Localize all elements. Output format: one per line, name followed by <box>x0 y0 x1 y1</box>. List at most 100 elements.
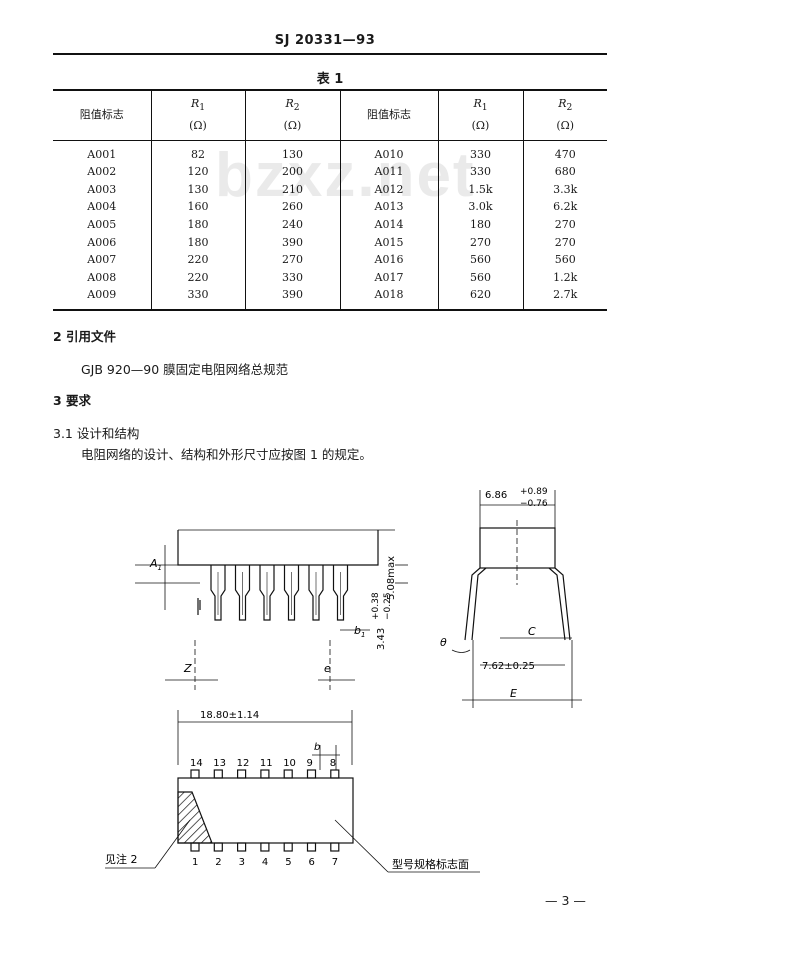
pin-number-bottom: 2 <box>215 857 221 868</box>
table-cell: 1.5k <box>438 180 524 199</box>
col-header-r2-2: R2(Ω) <box>523 90 607 141</box>
pin-pad-top <box>260 769 270 779</box>
pin-pad-bottom <box>306 842 317 852</box>
pin-pad-top <box>306 769 317 779</box>
section-3-title: 3 要求 <box>53 393 92 408</box>
front-body-outline <box>177 530 379 566</box>
table-caption: 表 1 <box>316 72 344 87</box>
front-lead <box>308 565 324 621</box>
pin-number-top: 10 <box>283 758 296 769</box>
table-cell: 120 <box>151 163 246 181</box>
table-cell: A017 <box>340 268 439 287</box>
pin1-index-hatch <box>177 791 213 844</box>
table-cell: A008 <box>53 268 152 287</box>
front-lead <box>332 565 349 621</box>
pin-number-top: 12 <box>237 758 250 769</box>
package-outline-figure: A1 b1 Z e 5.08max 3.43 +0.38 −0.25 6.86 … <box>105 487 582 873</box>
pin-pad-bottom <box>330 842 340 852</box>
pin-pad-top <box>213 769 223 779</box>
dim-height: 5.08max <box>386 556 397 600</box>
side-lead-left <box>464 567 481 641</box>
dim-lead-tol-minus: −0.25 <box>383 592 393 620</box>
pin-pad-bottom <box>237 842 247 852</box>
label-e-upper: E <box>510 687 517 700</box>
table-cell: A002 <box>53 163 152 181</box>
table-cell: 240 <box>245 215 341 234</box>
table-cell: A007 <box>53 250 152 269</box>
col-header-r1: R1(Ω) <box>151 90 246 141</box>
pin-number-bottom: 6 <box>309 857 315 868</box>
col-header-r2: R2(Ω) <box>245 90 341 141</box>
header-rule <box>53 53 607 55</box>
table-cell: 470 <box>554 148 576 162</box>
table-cell: A018 <box>340 286 439 311</box>
table-cell: A013 <box>340 198 439 216</box>
table-cell: 330 <box>151 286 246 311</box>
table-cell: 2.7k <box>553 288 578 302</box>
side-body <box>479 527 556 569</box>
table-cell: A003 <box>53 180 152 199</box>
page-number: — 3 — <box>545 893 586 908</box>
table-cell: 270 <box>245 250 341 269</box>
table-cell: 620 <box>438 286 524 311</box>
pin-number-bottom: 4 <box>262 857 268 868</box>
table-cell: 680 <box>554 165 576 179</box>
table-cell: A010 <box>340 140 439 163</box>
table-cell: 270 <box>438 233 524 251</box>
table-cell: 220 <box>151 250 246 269</box>
dim-width-tol-plus: +0.89 <box>520 487 548 497</box>
col-header-marking: 阻值标志 <box>53 90 152 141</box>
table-cell: A005 <box>53 215 152 234</box>
top-pins-upper <box>190 769 340 779</box>
label-b: b <box>314 742 320 753</box>
dim-row-spacing: 7.62±0.25 <box>482 661 535 672</box>
table-cell: 560 <box>438 268 524 287</box>
table-cell: A004 <box>53 198 152 216</box>
table-cell: 330 <box>438 140 524 163</box>
front-lead <box>210 565 226 621</box>
table-cell: 180 <box>151 233 246 251</box>
front-leads <box>210 565 349 621</box>
standard-code: SJ 20331—93 <box>274 33 376 48</box>
pin-pad-bottom <box>213 842 223 852</box>
pin-number-bottom: 3 <box>239 857 245 868</box>
table-cell: A001 <box>53 140 152 163</box>
table-header-row: 阻值标志 R1(Ω) R2(Ω) 阻值标志 R1(Ω) R2(Ω) <box>53 90 607 141</box>
table-cell: 200 <box>245 163 341 181</box>
front-lead <box>283 565 300 621</box>
front-view <box>135 529 408 690</box>
dim-lead: 3.43 <box>376 628 387 650</box>
side-view <box>451 490 582 708</box>
table-cell: 6.2k <box>553 200 578 214</box>
table-cell: 560 <box>438 250 524 269</box>
front-lead <box>234 565 251 621</box>
pin-number-top: 8 <box>330 758 336 769</box>
table-cell: 330 <box>245 268 341 287</box>
label-z: Z <box>183 662 192 675</box>
top-view <box>105 710 480 873</box>
table-cell: A012 <box>340 180 439 199</box>
section-3-1-body: 电阻网络的设计、结构和外形尺寸应按图 1 的规定。 <box>81 447 372 462</box>
top-pins-lower <box>190 842 340 852</box>
dim-width-tol-minus: −0.76 <box>520 499 548 509</box>
table-cell: 270 <box>554 218 576 232</box>
pin-pad-bottom <box>260 842 270 852</box>
dim-length: 18.80±1.14 <box>200 710 259 721</box>
table-cell: 330 <box>438 163 524 181</box>
table-cell: A006 <box>53 233 152 251</box>
pin-number-top: 13 <box>213 758 226 769</box>
pin-pad-top <box>283 769 293 779</box>
table-cell: 390 <box>245 233 341 251</box>
label-theta: θ <box>440 636 447 649</box>
col-header-r1-2: R1(Ω) <box>438 90 524 141</box>
pin-number-bottom: 7 <box>332 857 338 868</box>
table-cell: A009 <box>53 286 152 311</box>
